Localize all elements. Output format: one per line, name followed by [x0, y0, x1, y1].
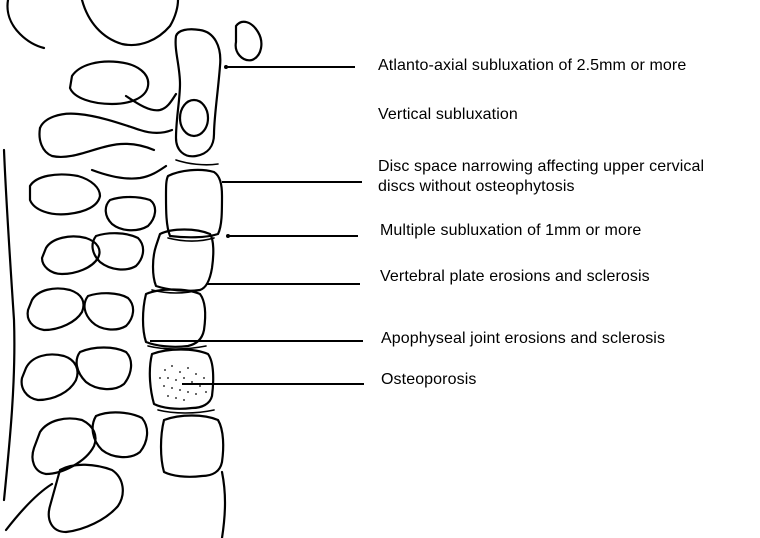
- leader-dot-atlanto: [224, 65, 228, 69]
- label-line: discs without osteophytosis: [378, 177, 704, 197]
- c6-spinous: [22, 355, 78, 401]
- label-multiple-subluxation: Multiple subluxation of 1mm or more: [380, 221, 641, 241]
- c4-body: [153, 230, 213, 291]
- c2-foramen: [180, 100, 208, 136]
- label-atlanto-axial-subluxation: Atlanto-axial subluxation of 2.5mm or mo…: [378, 56, 686, 76]
- c5-body: [143, 290, 205, 347]
- c6-facet: [77, 348, 131, 390]
- label-line: Disc space narrowing affecting upper cer…: [378, 157, 704, 177]
- label-disc-space-narrowing: Disc space narrowing affecting upper cer…: [378, 157, 704, 197]
- label-line: Vertical subluxation: [378, 105, 518, 125]
- c5-spinous: [28, 288, 84, 330]
- c5-facet: [85, 293, 134, 329]
- label-line: Atlanto-axial subluxation of 2.5mm or mo…: [378, 56, 686, 76]
- disc-c3-c4: [168, 238, 214, 241]
- posterior-neck-contour: [4, 150, 14, 500]
- c3-facet: [106, 197, 155, 230]
- label-line: Multiple subluxation of 1mm or more: [380, 221, 641, 241]
- c2-odontoid: [176, 29, 221, 156]
- c4-spinous: [42, 236, 100, 274]
- mastoid-outline: [236, 22, 262, 61]
- label-line: Vertebral plate erosions and sclerosis: [380, 267, 650, 287]
- occiput-outline: [82, 0, 178, 45]
- label-osteoporosis: Osteoporosis: [381, 370, 476, 390]
- c1-atlas: [70, 62, 148, 104]
- c3-body: [166, 170, 222, 237]
- anterior-contour: [222, 472, 225, 538]
- c6-body: [150, 350, 213, 409]
- c3-spinous: [30, 174, 100, 214]
- c3-arch: [92, 166, 166, 179]
- label-vertebral-plate-erosions: Vertebral plate erosions and sclerosis: [380, 267, 650, 287]
- c2-lamina: [40, 128, 155, 157]
- c7-body: [161, 416, 223, 477]
- lower-contour: [6, 484, 52, 530]
- leader-dot-multiple: [226, 234, 230, 238]
- skull-contour: [8, 0, 45, 48]
- label-line: Apophyseal joint erosions and sclerosis: [381, 329, 665, 349]
- c2-spinous: [40, 114, 172, 133]
- label-line: Osteoporosis: [381, 370, 476, 390]
- t1-process: [49, 465, 123, 532]
- c2-posterior-arch: [126, 94, 176, 110]
- c7-facet: [93, 412, 147, 457]
- disc-c2-c3: [176, 160, 218, 165]
- disc-c6-c7: [158, 410, 214, 413]
- label-vertical-subluxation: Vertical subluxation: [378, 105, 518, 125]
- label-apophyseal-joint-erosions: Apophyseal joint erosions and sclerosis: [381, 329, 665, 349]
